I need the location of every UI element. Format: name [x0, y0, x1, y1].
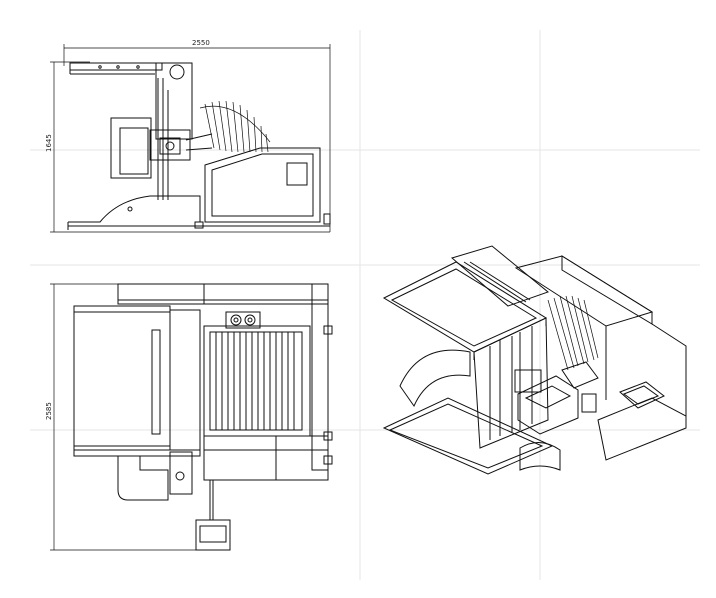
isometric-right-lid [452, 246, 548, 306]
side-view-height-label: 1645 [45, 134, 53, 152]
isometric-base-plate [384, 398, 560, 474]
background-guides [30, 30, 700, 580]
top-view-camera-box [226, 312, 260, 328]
side-view-head [111, 118, 212, 178]
side-view: 2550 1645 [45, 39, 330, 232]
side-view-lid [70, 63, 162, 74]
isometric-left-lid [384, 262, 546, 360]
side-view-page-fan [200, 101, 270, 152]
side-view-upper-panel [156, 63, 192, 139]
top-view-height-dimension [50, 284, 230, 550]
isometric-console [598, 324, 686, 460]
isometric-left-wing [400, 350, 470, 406]
side-view-column [158, 78, 168, 200]
side-view-width-dimension [64, 44, 330, 232]
top-view-page-guides [204, 326, 310, 436]
top-view-frame [204, 284, 332, 480]
side-view-cabinet [205, 148, 320, 222]
side-view-base [68, 196, 330, 230]
top-view-touch-panel [196, 520, 230, 550]
isometric-camera-head [518, 362, 598, 434]
isometric-rear-cabinet [516, 256, 652, 326]
top-view: 2585 [45, 284, 332, 550]
side-view-round-indicator [170, 65, 184, 79]
top-view-platen [74, 306, 200, 450]
top-view-lower-mechanism [74, 450, 200, 500]
side-view-width-label: 2550 [192, 39, 210, 47]
isometric-tower [474, 318, 548, 448]
isometric-page-fan [548, 296, 598, 370]
top-view-rail [118, 284, 328, 304]
top-view-height-label: 2585 [45, 402, 53, 420]
top-view-cable [210, 480, 213, 520]
side-view-height-dimension [50, 62, 330, 232]
isometric-view [384, 246, 686, 474]
